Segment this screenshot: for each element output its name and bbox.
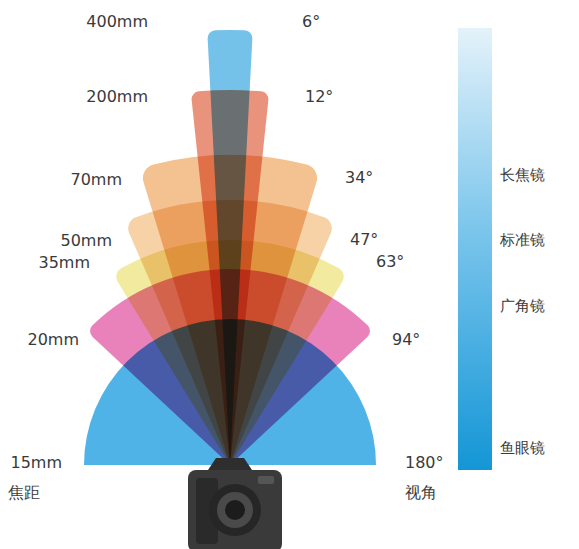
view-angle-fans	[84, 30, 376, 465]
lens-type-label: 鱼眼镜	[500, 440, 545, 457]
view-angle: 63°	[376, 253, 404, 271]
view-angle: 94°	[392, 331, 420, 349]
focal-length: 20mm	[27, 331, 79, 349]
axis-caption: 视角	[405, 484, 437, 502]
focal-length: 200mm	[86, 88, 148, 106]
view-angle: 47°	[350, 231, 378, 249]
view-angle: 180°	[405, 454, 444, 472]
focal-length: 50mm	[60, 232, 112, 250]
lens-type-label: 广角镜	[500, 298, 545, 315]
focal-length: 400mm	[86, 13, 148, 31]
focal-length: 15mm	[10, 454, 62, 472]
axis-caption: 焦距	[8, 484, 40, 502]
focal-length: 35mm	[38, 254, 90, 272]
lens-type-label: 长焦镜	[500, 167, 545, 184]
view-angle: 34°	[345, 169, 373, 187]
camera-icon	[188, 458, 282, 549]
lens-type-label: 标准镜	[500, 232, 545, 249]
view-angle: 12°	[305, 88, 333, 106]
lens-type-bar	[458, 28, 492, 470]
focal-length: 70mm	[70, 171, 122, 189]
view-angle: 6°	[302, 13, 320, 31]
view-angle-sector	[208, 30, 253, 465]
